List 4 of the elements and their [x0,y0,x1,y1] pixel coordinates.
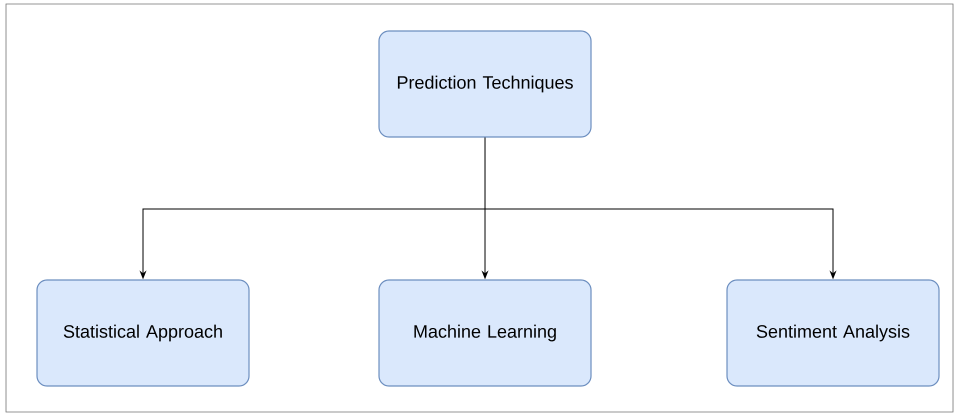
process-box: Sentiment Analysis [726,279,940,387]
process-box: Statistical Approach [36,279,250,387]
process-box: Prediction Techniques [378,30,592,138]
process-box: Machine Learning [378,279,592,387]
